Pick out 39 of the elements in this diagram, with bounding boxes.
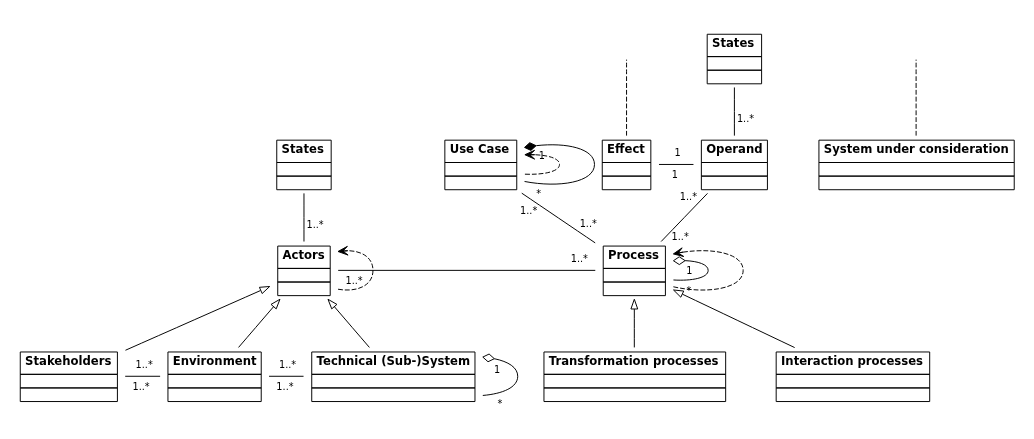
- label: 1..*: [276, 380, 294, 392]
- connector: [482, 353, 519, 396]
- label: *: [497, 397, 503, 409]
- label: 1: [686, 264, 693, 276]
- arrow: [337, 245, 374, 291]
- label: 1: [671, 168, 678, 180]
- label: 1..*: [306, 218, 324, 230]
- connector: [524, 141, 595, 185]
- arrow: [630, 298, 639, 348]
- label: 1: [538, 149, 546, 161]
- connector: [124, 375, 161, 377]
- connector: [521, 192, 596, 243]
- label: 1..*: [132, 380, 150, 392]
- label: *: [536, 187, 541, 199]
- label: 1..*: [570, 252, 588, 264]
- connector: [626, 58, 628, 136]
- label: 1: [493, 363, 501, 375]
- connector: [733, 86, 735, 136]
- arrow: [124, 285, 271, 351]
- label: 1..*: [671, 230, 689, 242]
- label: 1..*: [135, 358, 153, 370]
- label: 1..*: [579, 217, 597, 229]
- arrow: [673, 288, 796, 348]
- label: 1: [674, 146, 681, 158]
- connector: [660, 192, 708, 242]
- connector: [658, 163, 694, 165]
- arrow: [524, 149, 560, 175]
- label: 1..*: [736, 112, 755, 124]
- label: *: [686, 284, 692, 296]
- label: 1..*: [279, 358, 297, 370]
- arrow: [672, 246, 744, 290]
- connector: [268, 375, 304, 377]
- arrow: [238, 298, 281, 348]
- connector: [672, 255, 709, 281]
- label: 1..*: [679, 190, 698, 202]
- label: 1..*: [520, 204, 538, 216]
- label: 1..*: [345, 274, 363, 286]
- connector: [337, 269, 596, 271]
- arrow: [327, 298, 370, 348]
